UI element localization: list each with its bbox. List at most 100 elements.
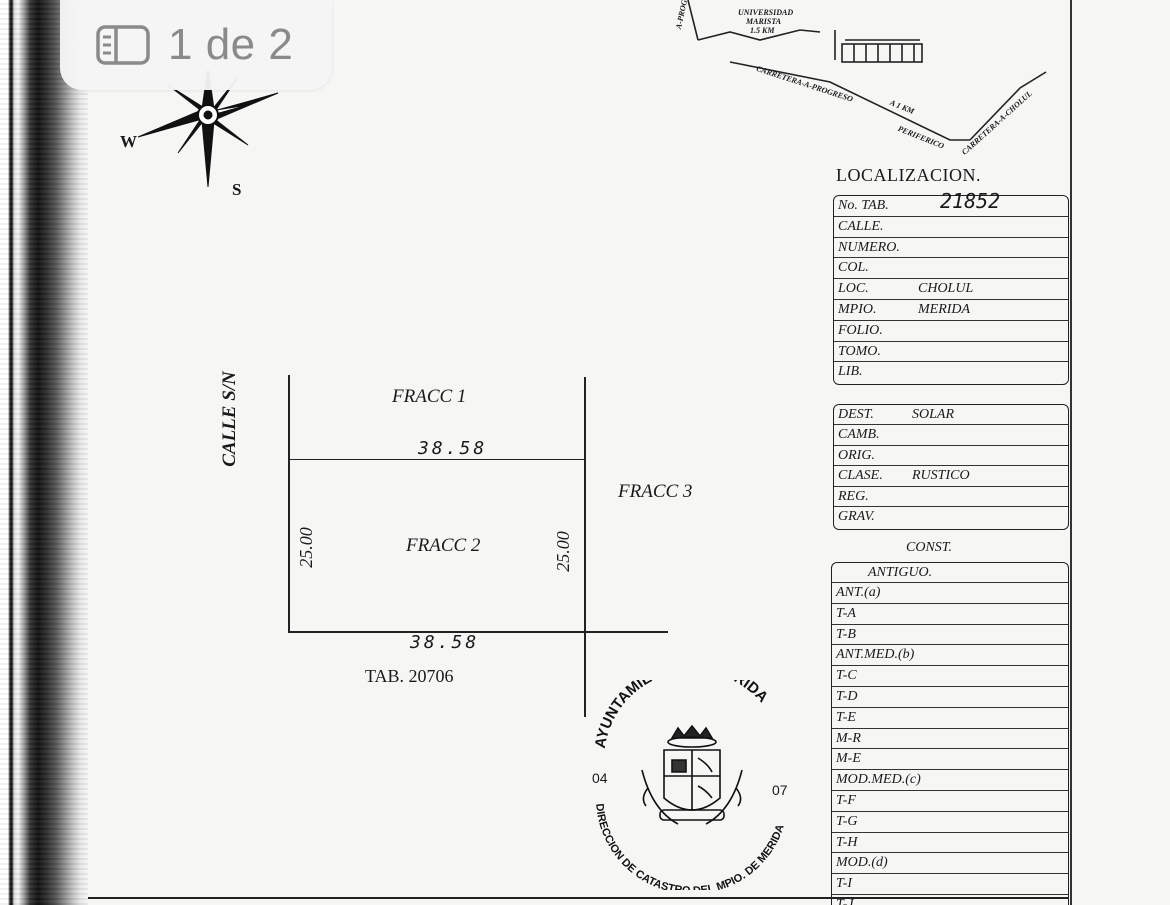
table-row: MPIO. MERIDA: [834, 300, 1068, 321]
localizacion-title: LOCALIZACION.: [836, 165, 981, 185]
table-row: REG.: [834, 487, 1068, 507]
table-row: CLASE. RUSTICO: [834, 466, 1068, 487]
table-row: COL.: [834, 258, 1068, 280]
table-row: CAMB.: [834, 425, 1068, 446]
seal-bottom-text: DIRECCION DE CATASTRO DEL MPIO. DE MERID…: [593, 803, 787, 897]
sketch-university-name: MARISTA: [746, 17, 782, 26]
row-value: RUSTICO: [912, 468, 970, 484]
sidebar-icon[interactable]: [96, 25, 150, 65]
fracc2-label: FRACC 2: [406, 535, 481, 556]
plot-left-boundary: [288, 375, 290, 632]
fracc3-label: FRACC 3: [618, 481, 693, 502]
row-label: T-H: [836, 834, 858, 850]
table-row: T-I: [832, 874, 1068, 895]
row-label: T-C: [836, 668, 857, 684]
sketch-university-distance: 1.5 KM: [750, 26, 775, 35]
row-label: MOD.MED.(c): [836, 772, 921, 788]
table-row: T-G: [832, 812, 1068, 833]
table-row: M-R: [832, 729, 1068, 750]
scan-binding-edge: [0, 0, 88, 905]
row-label: T-F: [836, 792, 856, 808]
row-label: REG.: [838, 488, 869, 504]
compass-rose: W S: [110, 66, 310, 210]
table-row: NUMERO.: [834, 238, 1068, 259]
row-value: SOLAR: [912, 407, 954, 422]
row-label: COL.: [838, 260, 869, 276]
row-label: T-G: [836, 813, 858, 829]
page-count-label: 1 de 2: [168, 20, 294, 69]
row-label: FOLIO.: [838, 322, 883, 338]
antiguo-subtitle: ANTIGUO.: [832, 563, 1068, 583]
seal-top-text: AYUNTAMIENTO DE MERIDA: [592, 658, 772, 750]
row-label: LOC.: [838, 281, 869, 297]
table-row: FOLIO.: [834, 321, 1068, 342]
table-row: CALLE.: [834, 217, 1068, 238]
catastro-seal: AYUNTAMIENTO DE MERIDA DIRECCION DE CATA…: [582, 658, 802, 897]
plot-right-boundary: [584, 377, 586, 717]
const-title: CONST.: [906, 540, 953, 555]
row-value: CHOLUL: [918, 281, 974, 297]
page-right-border: [1070, 0, 1072, 905]
table-row: ANT.(a): [832, 583, 1068, 604]
coat-of-arms-icon: [641, 724, 743, 825]
plot-top-boundary: [288, 459, 586, 461]
table-row: T-A: [832, 604, 1068, 625]
table-row: ANT.MED.(b): [832, 645, 1068, 667]
row-label: T-B: [836, 626, 856, 642]
table-row: T-F: [832, 791, 1068, 812]
row-label: GRAV.: [838, 508, 875, 524]
table-row: T-E: [832, 708, 1068, 729]
location-sketch: UNIVERSIDAD MARISTA 1.5 KM A-PROGRESO CA…: [670, 0, 1070, 160]
row-label: TOMO.: [838, 343, 881, 359]
row-label: No. TAB.: [838, 198, 889, 213]
row-label: T-E: [836, 709, 856, 725]
top-dimension: 38.58: [418, 438, 488, 459]
row-label: T-A: [836, 605, 856, 621]
row-label: T-I: [836, 876, 853, 892]
row-label: MOD.(d): [836, 855, 888, 871]
table-row: No. TAB. 21852: [834, 191, 1068, 217]
table-row: MOD.MED.(c): [832, 770, 1068, 791]
table-row: T-D: [832, 687, 1068, 708]
right-dimension: 25.00: [552, 531, 573, 572]
row-label: MPIO.: [838, 301, 877, 317]
table-row: T-J: [832, 895, 1068, 905]
table-row: T-B: [832, 625, 1068, 646]
table-row: LIB.: [834, 362, 1068, 383]
table-row: T-C: [832, 666, 1068, 687]
row-label: NUMERO.: [838, 239, 900, 255]
table-row: DEST.SOLAR: [834, 405, 1068, 426]
table-row: TOMO.: [834, 342, 1068, 363]
page-indicator[interactable]: 1 de 2: [60, 0, 332, 90]
table-row: T-H: [832, 833, 1068, 854]
table-row: ORIG.: [834, 446, 1068, 467]
row-label: CALLE.: [838, 218, 884, 234]
row-label: T-D: [836, 688, 858, 704]
street-label: CALLE S/N: [218, 371, 240, 467]
row-label: LIB.: [838, 364, 863, 380]
seal-left-number: 04: [592, 770, 608, 786]
row-value: MERIDA: [918, 301, 971, 317]
row-label: T-J: [836, 896, 854, 905]
table-row: MOD.(d): [832, 853, 1068, 875]
construccion-table: ANTIGUO. ANT.(a) T-A T-B ANT.MED.(b) T-C T-D T-…: [831, 562, 1069, 905]
row-label: ANT.(a): [836, 585, 881, 600]
row-value: 21852: [940, 189, 1001, 213]
row-label: M-R: [836, 730, 861, 746]
tab-reference: TAB. 20706: [365, 666, 454, 686]
compass-west-label: W: [120, 132, 137, 151]
svg-text:DIRECCION DE CATASTRO DEL MPIO: DIRECCION DE CATASTRO DEL MPIO. DE MERID…: [593, 803, 787, 890]
svg-text:AYUNTAMIENTO DE MERIDA: AYUNTAMIENTO DE MERIDA: [592, 680, 772, 750]
sketch-university-label: UNIVERSIDAD: [738, 8, 794, 17]
row-label: CAMB.: [838, 427, 880, 443]
row-label: ANT.MED.(b): [836, 647, 915, 663]
row-label: CLASE.: [838, 468, 883, 484]
table-row: GRAV.: [834, 507, 1068, 527]
row-label: ORIG.: [838, 447, 875, 463]
left-dimension: 25.00: [295, 527, 316, 568]
page-bottom-border: [88, 897, 1068, 899]
seal-right-number: 07: [772, 782, 788, 798]
